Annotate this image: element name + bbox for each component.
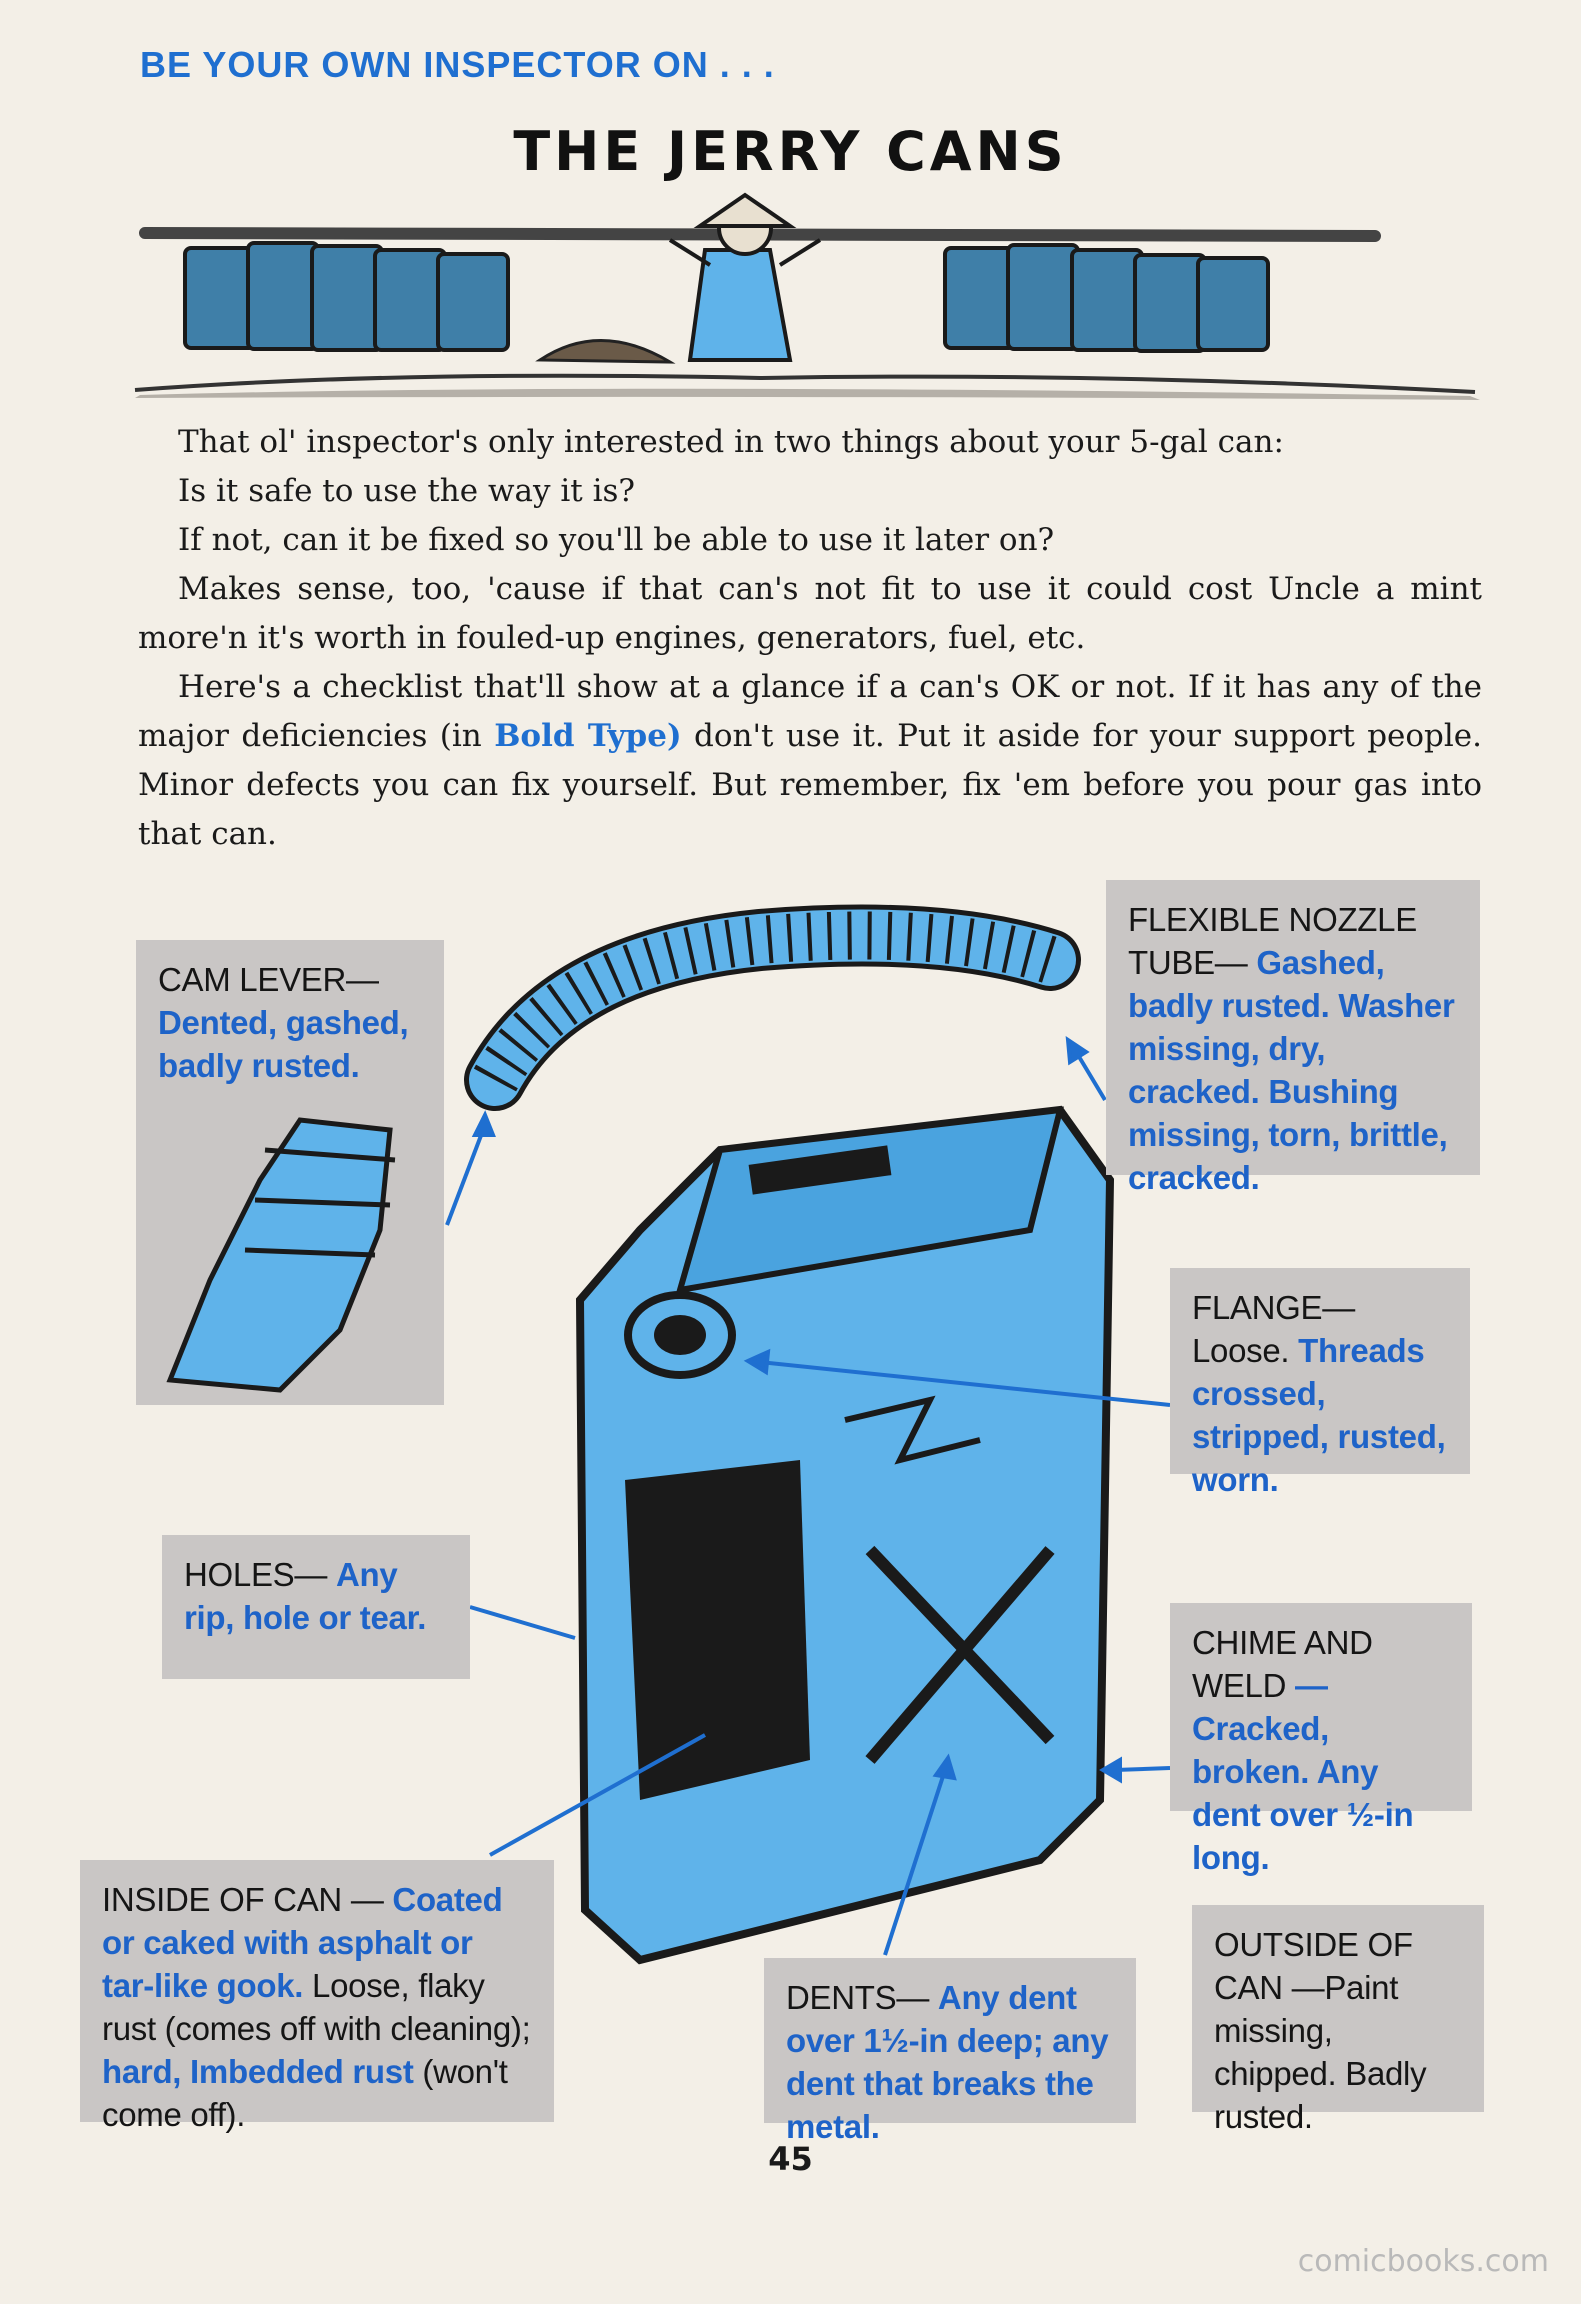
intro-text: That ol' inspector's only interested in … <box>138 418 1482 859</box>
intro-paragraph: That ol' inspector's only interested in … <box>178 424 1284 460</box>
callout-holes: HOLES— Any rip, hole or tear. <box>162 1535 470 1679</box>
callout-minor: (won't come off). <box>102 2053 508 2133</box>
intro-paragraph: Here's a checklist that'll show at a gla… <box>138 663 1482 859</box>
callout-label: DENTS— <box>786 1979 938 2016</box>
callout-label: OUTSIDE OF CAN —Paint missing, chipped. … <box>1214 1926 1427 2135</box>
callout-cam-lever: CAM LEVER— Dented, gashed, badly rusted. <box>136 940 444 1090</box>
callout-label: HOLES— <box>184 1556 336 1593</box>
intro-text-span: Here's a checklist that'll show at a gla… <box>138 669 1482 754</box>
callout-major: Dented, gashed, badly rusted. <box>158 1004 409 1084</box>
jerry-can-illustration <box>575 1105 1115 1965</box>
callout-minor: Loose, flaky rust (comes off with cleani… <box>102 1967 531 2047</box>
intro-paragraph: Is it safe to use the way it is? <box>178 473 636 509</box>
callout-inside-of-can: INSIDE OF CAN — Coated or caked with asp… <box>80 1860 554 2133</box>
callout-major: Any rip, hole or tear. <box>184 1556 427 1636</box>
callout-label: INSIDE OF CAN — <box>102 1881 393 1918</box>
callout-major: Gashed, badly rusted. Washer missing, dr… <box>1128 944 1455 1196</box>
callout-outside-of-can: OUTSIDE OF CAN —Paint missing, chipped. … <box>1192 1905 1484 2135</box>
callout-major: Threads crossed, stripped, rusted, worn. <box>1192 1332 1446 1498</box>
bold-type-label: Bold Type) <box>494 718 682 754</box>
page-number: 45 <box>768 2140 813 2178</box>
callout-major: Any dent over 1½-in deep; any dent that … <box>786 1979 1109 2145</box>
callout-label: CAM LEVER— <box>158 961 379 998</box>
intro-paragraph: Makes sense, too, 'cause if that can's n… <box>138 571 1482 656</box>
cam-lever-illustration <box>136 940 444 1405</box>
intro-paragraph: If not, can it be fixed so you'll be abl… <box>178 522 1055 558</box>
callout-label: CHIME AND WELD <box>1192 1624 1373 1704</box>
callout-chime-weld: CHIME AND WELD —Cracked, broken. Any den… <box>1170 1603 1472 1876</box>
callout-major: Coated or caked with asphalt or tar-like… <box>102 1881 503 2004</box>
intro-text-span: don't use it. Put it aside for your supp… <box>138 718 1483 852</box>
callout-major: hard, Imbedded rust <box>102 2053 414 2090</box>
page-title: THE JERRY CANS <box>513 120 1068 183</box>
callout-flange: FLANGE—Loose. Threads crossed, stripped,… <box>1170 1268 1470 1498</box>
callout-label: FLEXIBLE NOZZLE TUBE— <box>1128 901 1417 981</box>
callout-arrows <box>445 1036 1171 1956</box>
callout-dents: DENTS— Any dent over 1½-in deep; any den… <box>764 1958 1136 2145</box>
callout-major: —Cracked, broken. Any dent over ½-in lon… <box>1192 1667 1414 1876</box>
kicker: BE YOUR OWN INSPECTOR ON . . . <box>140 44 775 85</box>
watermark: comicbooks.com <box>1297 2244 1549 2279</box>
callout-label: FLANGE—Loose. <box>1192 1289 1355 1369</box>
callout-flexible-nozzle: FLEXIBLE NOZZLE TUBE— Gashed, badly rust… <box>1106 880 1480 1196</box>
nozzle-tube-illustration <box>464 904 1081 1111</box>
banner-illustration <box>134 192 1480 400</box>
